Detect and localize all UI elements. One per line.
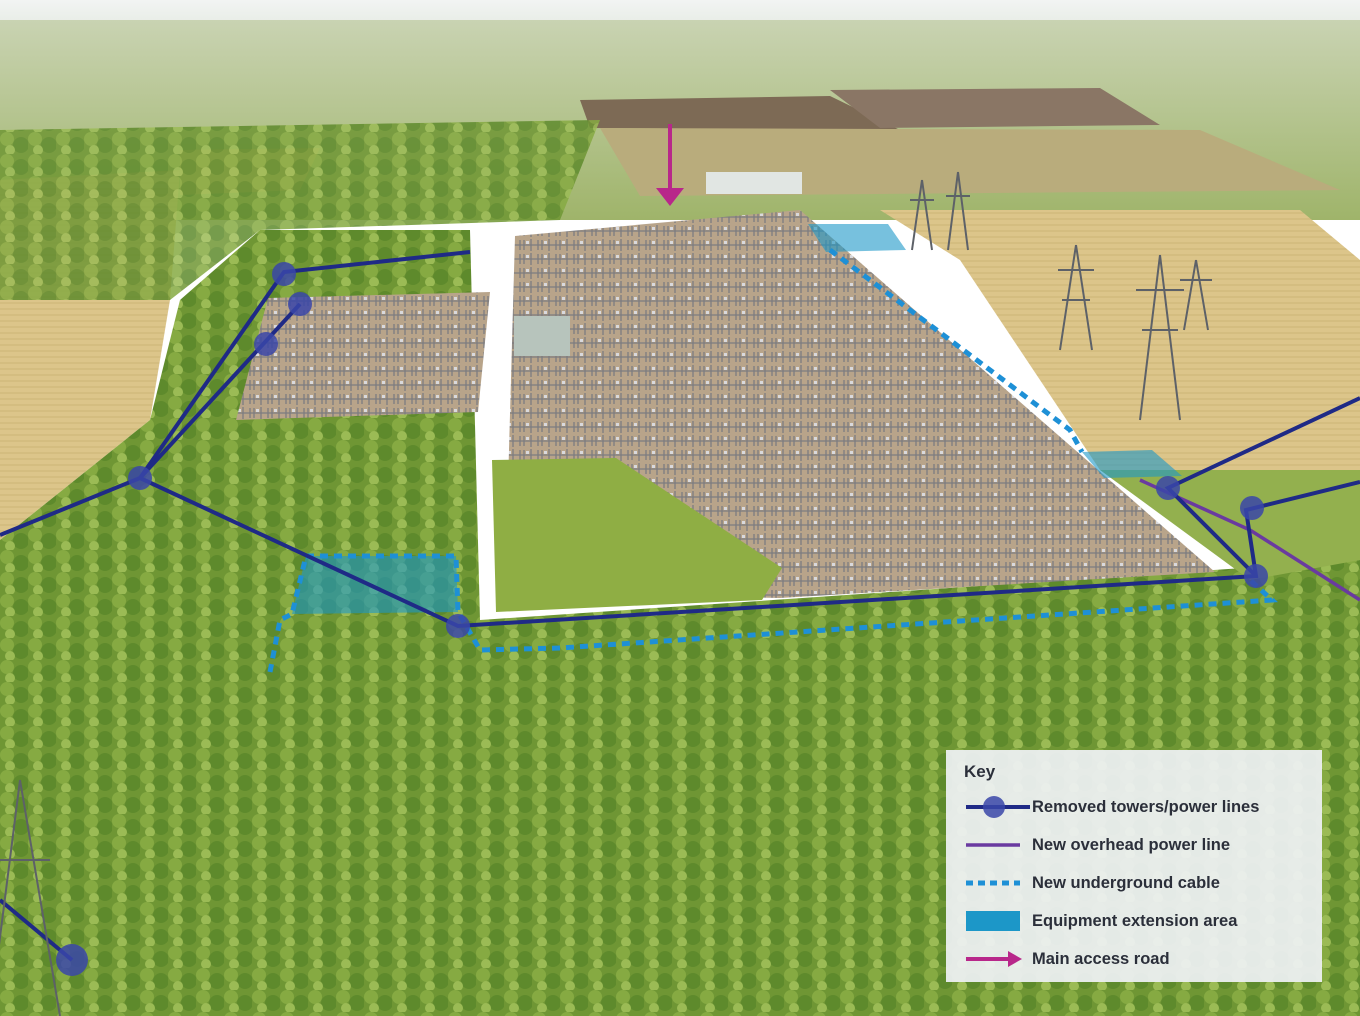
ploughed-field-right [830,88,1160,128]
substation-main [505,210,1215,598]
key-label-underground: New underground cable [1032,873,1220,892]
access-road-arrow [656,124,684,206]
distant-compound [706,172,802,194]
key-row-access: Main access road [964,940,1304,978]
harvested-field-right [880,210,1360,470]
key-row-overhead: New overhead power line [964,826,1304,864]
extension-area-east [1082,450,1182,478]
key-row-removed: Removed towers/power lines [964,788,1304,826]
key-label-overhead: New overhead power line [1032,835,1231,854]
extension-area-north [808,224,906,252]
pylons [0,171,1212,1016]
pylon-icon [1058,244,1094,351]
pylon-icon [946,171,970,251]
pylon-icon [0,779,61,1016]
removed-tower-icon [254,332,278,356]
removed-line-inner [138,302,302,480]
removed-tower-icon [128,466,152,490]
underground-cable-icon [966,880,1020,886]
removed-towers [56,262,1268,976]
removed-tower-icon [288,292,312,316]
pylon-icon [1180,259,1212,331]
access-road-arrow-icon [966,951,1022,967]
extension-area-southwest [292,556,458,614]
key-label-extension: Equipment extension area [1032,911,1238,930]
control-building [514,316,570,356]
removed-towers-icon [966,796,1030,818]
removed-tower-icon [1244,564,1268,588]
pylon-icon [1136,254,1184,421]
overhead-line-icon [966,843,1020,847]
removed-tower-icon [1240,496,1264,520]
pylon-icon [910,179,934,251]
removed-tower-icon [56,944,88,976]
removed-tower-icon [446,614,470,638]
key-label-access: Main access road [1032,949,1170,968]
ploughed-field [580,96,900,130]
extension-area-icon [966,911,1020,931]
underground-cable-south [267,553,1279,673]
removed-tower-icon [272,262,296,286]
substation-west [236,292,490,420]
key-title: Key [964,762,996,781]
key-row-extension: Equipment extension area [964,902,1304,940]
key-label-removed: Removed towers/power lines [1032,797,1260,816]
grass-lawn [492,458,782,612]
underground-cable-east [828,248,1085,454]
removed-line-west [0,250,471,537]
map-key: Key Removed towers/power lines New overh… [946,750,1322,982]
removed-tower-icon [1156,476,1180,500]
key-row-underground: New underground cable [964,864,1304,902]
woodland-back [0,120,600,300]
